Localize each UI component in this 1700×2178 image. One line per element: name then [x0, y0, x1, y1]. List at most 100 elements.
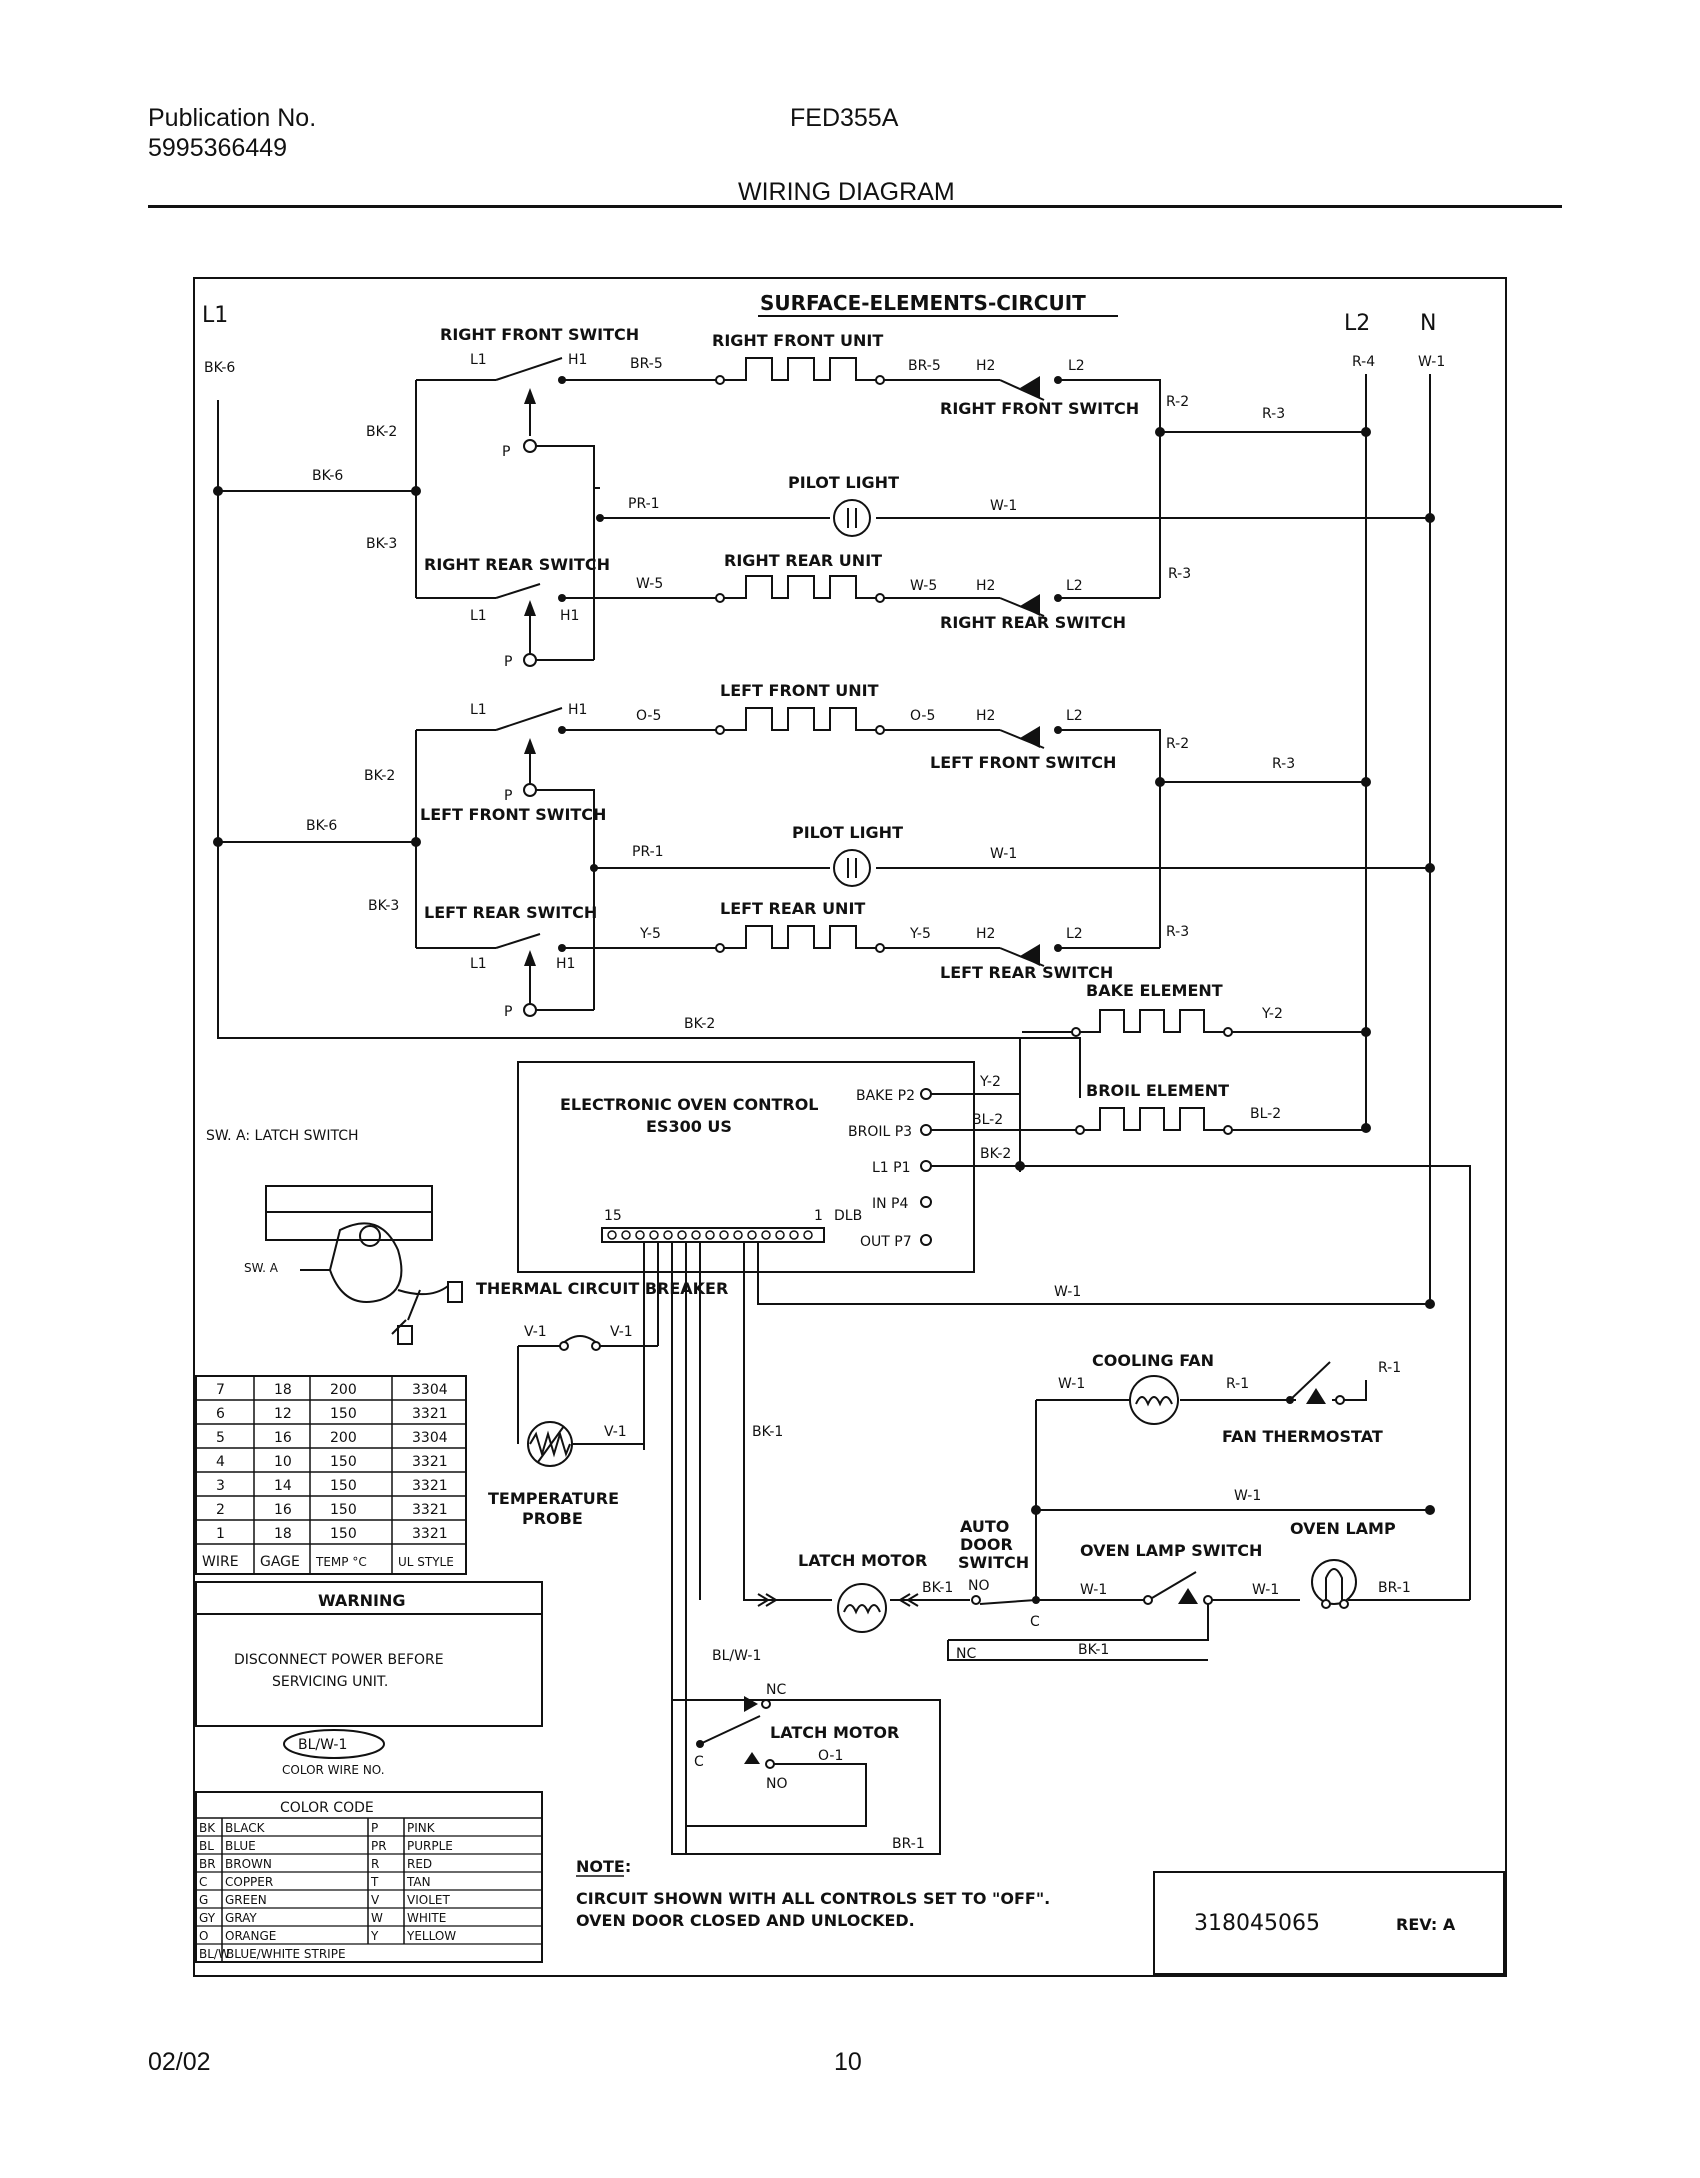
y2-label-1: Y-2: [1261, 1006, 1283, 1022]
wire-table-cell: 18: [274, 1526, 292, 1542]
rf-switch-contact: [495, 357, 563, 381]
lf-to-r: [1058, 729, 1161, 948]
color-code-cell: GY: [199, 1911, 216, 1925]
part-number: 318045065: [1194, 1911, 1320, 1936]
pin1-label: 1: [814, 1208, 823, 1224]
dlb-pin: [607, 1230, 617, 1240]
color-code-cell: PR: [371, 1839, 387, 1853]
nc-arrow-icon: [744, 1696, 758, 1712]
wire-table-cell: 150: [330, 1406, 357, 1422]
temp-probe-label-1: TEMPERATURE: [488, 1489, 619, 1508]
dlb-pin: [761, 1230, 771, 1240]
lr-switch2-label: LEFT REAR SWITCH: [940, 963, 1113, 982]
pin-p1: [920, 1160, 932, 1172]
color-code-cell: COPPER: [225, 1875, 273, 1889]
nc-label-2: NC: [766, 1682, 786, 1698]
warning-box: [195, 1581, 543, 1727]
sw-l1-rr: L1: [470, 608, 487, 624]
bk1-label-2: BK-1: [1078, 1642, 1109, 1658]
terminal-p: [523, 1003, 537, 1017]
junction: [411, 837, 421, 847]
terminal: [765, 1759, 775, 1769]
bake-element: [1076, 1009, 1224, 1033]
dlb-pins: [607, 1230, 813, 1240]
rf-unit-label: RIGHT FRONT UNIT: [712, 331, 883, 350]
terminal: [1203, 1595, 1213, 1605]
thermostat-arrow-icon: [1306, 1388, 1326, 1404]
sw-h1-lf: H1: [568, 702, 587, 718]
color-code-title: COLOR CODE: [280, 1800, 374, 1816]
switch-arrow-icon: [1020, 944, 1040, 966]
pin-p7: [920, 1234, 932, 1246]
h2-label-lf: H2: [976, 708, 995, 724]
l1-label: L1: [202, 303, 228, 328]
terminal-p: [523, 653, 537, 667]
fan-winding: [1135, 1396, 1173, 1407]
terminal: [875, 375, 885, 385]
wire-table-cell: 14: [274, 1478, 292, 1494]
warning-title: WARNING: [318, 1591, 406, 1610]
junction: [213, 837, 223, 847]
auto-door-switch-1: AUTO: [960, 1517, 1009, 1536]
color-code-frame: [195, 1791, 543, 1963]
v1-label-3: V-1: [604, 1424, 627, 1440]
wire-table-cell: 3321: [412, 1406, 448, 1422]
bk3-label-2: BK-3: [368, 898, 399, 914]
color-code-cell: WHITE: [407, 1911, 446, 1925]
pilot-light-label-2: PILOT LIGHT: [792, 823, 903, 842]
w1-label-2: W-1: [990, 846, 1017, 862]
broil-element: [1084, 1107, 1224, 1131]
cooling-fan-label: COOLING FAN: [1092, 1351, 1214, 1370]
wire-table-cell: 150: [330, 1478, 357, 1494]
o5-label-2: O-5: [910, 708, 935, 724]
latch-motor-label-2: LATCH MOTOR: [770, 1723, 899, 1742]
color-code-cell: G: [199, 1893, 208, 1907]
rf-switch2-label: RIGHT FRONT SWITCH: [940, 399, 1139, 418]
color-code-cell: BLACK: [225, 1821, 266, 1835]
c-label-2: C: [694, 1754, 704, 1770]
no-label-1: NO: [968, 1578, 990, 1594]
terminal: [715, 593, 725, 603]
footer-date: 02/02: [148, 2048, 211, 2076]
v1-label-2: V-1: [610, 1324, 633, 1340]
h2-label-rr: H2: [976, 578, 995, 594]
h2-label-lr: H2: [976, 926, 995, 942]
latch-switch-contact: [699, 1715, 761, 1745]
rf-switch-label: RIGHT FRONT SWITCH: [440, 325, 639, 344]
terminal: [971, 1595, 981, 1605]
y5-label-1: Y-5: [639, 926, 661, 942]
lr-switch-label: LEFT REAR SWITCH: [424, 903, 597, 922]
w1-label-7: W-1: [1252, 1582, 1279, 1598]
junction: [1286, 1396, 1294, 1404]
junction: [1015, 1161, 1025, 1171]
latch-wires: [671, 1242, 745, 1854]
wire-table-cell: 3: [216, 1478, 225, 1494]
switch-arrow-icon: [1020, 376, 1040, 398]
eoc-model: ES300 US: [646, 1117, 732, 1136]
dlb-pin: [705, 1230, 715, 1240]
broil-element-label: BROIL ELEMENT: [1086, 1081, 1229, 1100]
wire-table-header: GAGE: [260, 1554, 300, 1570]
o1-wire: [686, 1763, 867, 1827]
r3-label-1: R-3: [1262, 406, 1285, 422]
header-rule: [148, 205, 1562, 208]
sw-p-rr: P: [504, 654, 512, 670]
warning-line1: DISCONNECT POWER BEFORE: [234, 1652, 444, 1668]
color-code-cell: BL/W: [199, 1947, 230, 1961]
rr-unit-element: [720, 575, 876, 599]
pin15-label: 15: [604, 1208, 622, 1224]
wire-table-cell: 18: [274, 1382, 292, 1398]
nc-label-1: NC: [956, 1646, 976, 1662]
w1-label-6: W-1: [1080, 1582, 1107, 1598]
thermal-breaker-label: THERMAL CIRCUIT BREAKER: [476, 1279, 728, 1298]
lamp-filament: [1325, 1568, 1343, 1600]
terminal: [559, 1341, 569, 1351]
wire-table-cell: 2: [216, 1502, 225, 1518]
junction: [411, 486, 421, 496]
wire-table-cell: 6: [216, 1406, 225, 1422]
bk6-label-1: BK-6: [312, 468, 343, 484]
wire-table-cell: 7: [216, 1382, 225, 1398]
wire-table-cell: 3321: [412, 1526, 448, 1542]
lf-unit-label: LEFT FRONT UNIT: [720, 681, 879, 700]
